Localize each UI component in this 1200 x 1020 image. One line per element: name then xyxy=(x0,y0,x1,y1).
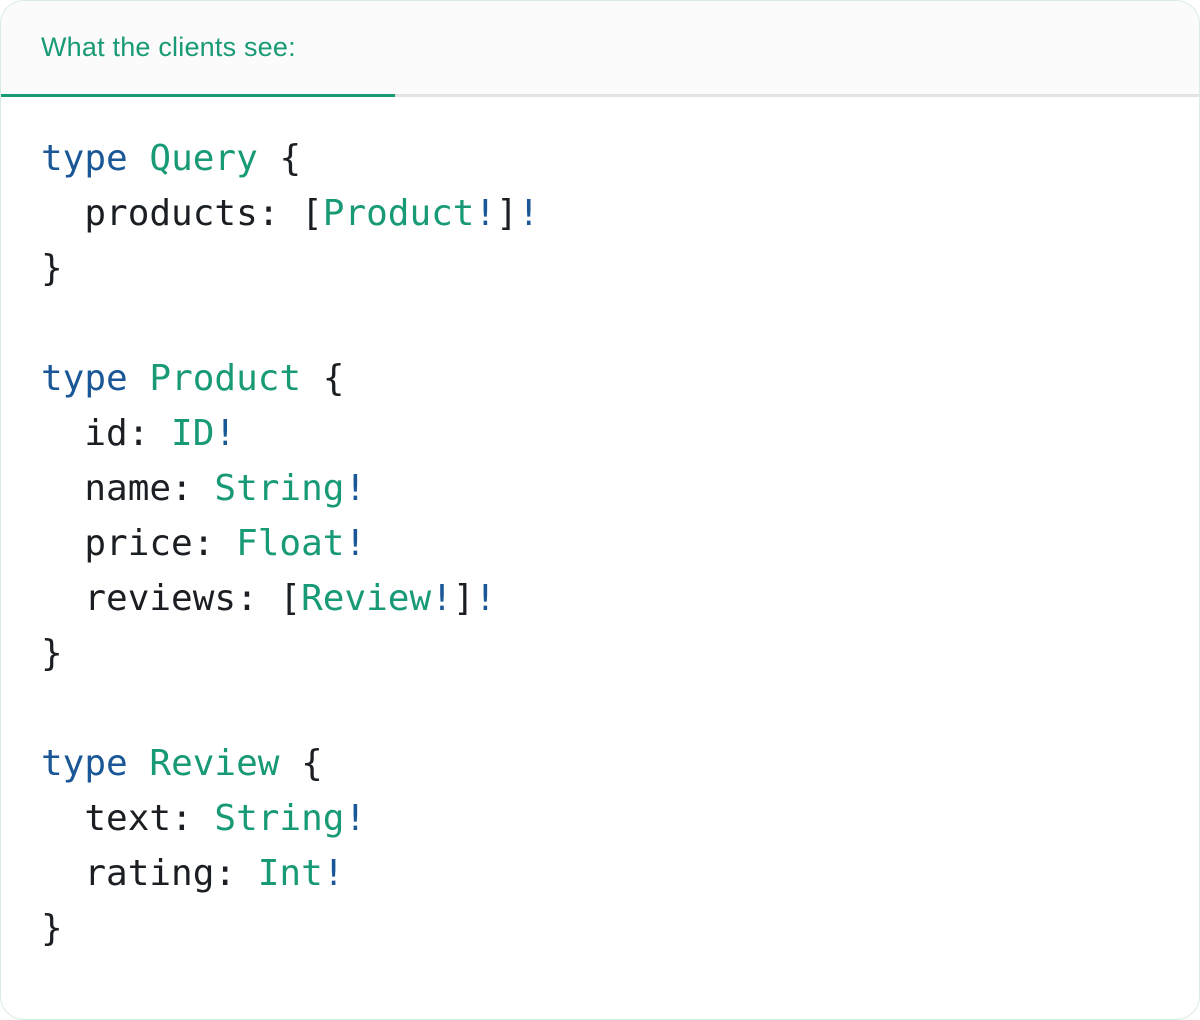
code-line: type Review { xyxy=(41,736,1159,791)
code-token-plain: ] xyxy=(452,578,475,619)
code-token-plain: ] xyxy=(496,193,518,234)
code-token-plain: } xyxy=(41,248,63,289)
code-line: rating: Int! xyxy=(41,846,1159,901)
code-token-keyword: type xyxy=(41,358,128,399)
code-line: price: Float! xyxy=(41,516,1159,571)
code-token-plain: } xyxy=(41,908,63,949)
code-token-plain: text: xyxy=(41,798,215,839)
code-token-plain: rating: xyxy=(41,853,258,894)
code-line xyxy=(41,681,1159,736)
code-token-keyword: ! xyxy=(517,193,540,234)
code-line xyxy=(41,296,1159,351)
code-token-type-name: ID xyxy=(171,413,215,454)
code-token-type-name: Float xyxy=(236,523,345,564)
code-token-plain: } xyxy=(41,633,63,674)
code-token-keyword: ! xyxy=(474,193,497,234)
code-line: text: String! xyxy=(41,791,1159,846)
code-token-keyword: ! xyxy=(344,468,367,509)
code-token-plain xyxy=(128,138,150,179)
tab-label: What the clients see: xyxy=(41,32,296,62)
code-line: type Query { xyxy=(41,131,1159,186)
code-token-type-name: String xyxy=(214,468,345,509)
code-token-plain xyxy=(128,358,150,399)
code-token-keyword: type xyxy=(41,743,128,784)
code-token-plain: products: [ xyxy=(41,193,323,234)
code-token-type-name: Int xyxy=(257,853,323,894)
code-line: } xyxy=(41,626,1159,681)
code-token-keyword: ! xyxy=(431,578,453,619)
code-token-keyword: ! xyxy=(344,798,367,839)
code-token-plain: { xyxy=(257,138,302,179)
code-token-plain: reviews: [ xyxy=(41,578,302,619)
code-token-plain: price: xyxy=(41,523,237,564)
code-line: id: ID! xyxy=(41,406,1159,461)
code-token-plain: name: xyxy=(41,468,215,509)
code-token-plain xyxy=(128,743,150,784)
code-line: products: [Product!]! xyxy=(41,186,1159,241)
code-token-type-name: Product xyxy=(149,358,302,399)
code-token-keyword: ! xyxy=(344,523,367,564)
tab-bar: What the clients see: xyxy=(1,1,1199,97)
code-token-plain: { xyxy=(301,358,345,399)
code-token-type-name: Query xyxy=(149,138,258,179)
code-line: reviews: [Review!]! xyxy=(41,571,1159,626)
code-token-type-name: Review xyxy=(149,743,280,784)
code-token-keyword: type xyxy=(41,138,128,179)
code-line: } xyxy=(41,901,1159,956)
code-token-type-name: Review xyxy=(301,578,432,619)
code-line: } xyxy=(41,241,1159,296)
code-token-type-name: Product xyxy=(322,193,475,234)
code-token-keyword: ! xyxy=(214,413,237,454)
code-token-keyword: ! xyxy=(322,853,345,894)
code-token-plain: id: xyxy=(41,413,172,454)
code-token-type-name: String xyxy=(214,798,345,839)
code-line: type Product { xyxy=(41,351,1159,406)
tab-what-clients-see[interactable]: What the clients see: xyxy=(1,1,395,97)
code-token-plain: { xyxy=(279,743,323,784)
code-token-keyword: ! xyxy=(474,578,497,619)
code-block: type Query { products: [Product!]!}type … xyxy=(1,97,1199,990)
code-line: name: String! xyxy=(41,461,1159,516)
